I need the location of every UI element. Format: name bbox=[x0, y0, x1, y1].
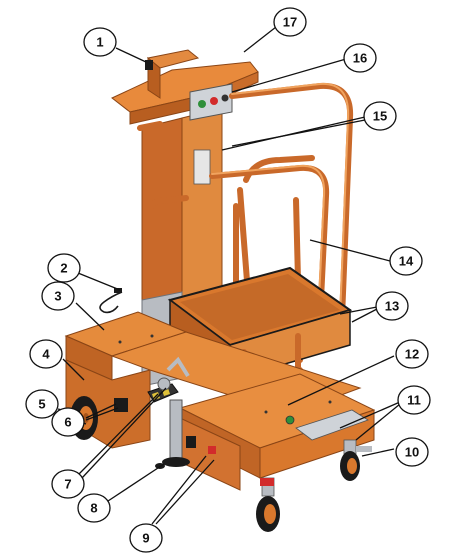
key-switch bbox=[221, 94, 229, 102]
lever bbox=[166, 356, 190, 378]
callout-label-13: 13 bbox=[385, 299, 399, 314]
red-button bbox=[210, 97, 218, 105]
callout-circle-3 bbox=[41, 281, 75, 311]
callout-label-12: 12 bbox=[405, 347, 419, 362]
control-panel bbox=[189, 83, 233, 121]
callout-label-8: 8 bbox=[90, 501, 97, 516]
callout-circle-13 bbox=[375, 291, 409, 321]
callout-circle-11 bbox=[397, 385, 431, 415]
outrigger bbox=[147, 377, 190, 469]
callout-circle-4 bbox=[29, 339, 63, 369]
green-button bbox=[198, 100, 206, 108]
callout-label-9: 9 bbox=[142, 531, 149, 546]
callout-label-6: 6 bbox=[64, 415, 71, 430]
front-indicator bbox=[208, 446, 216, 454]
callout-circle-7 bbox=[51, 469, 85, 499]
callout-circle-5 bbox=[25, 389, 59, 419]
callout-circle-9 bbox=[129, 523, 163, 553]
side-panel bbox=[114, 398, 128, 412]
callout-circle-1 bbox=[83, 27, 117, 57]
callout-label-1: 1 bbox=[96, 35, 103, 50]
callout-label-10: 10 bbox=[405, 445, 419, 460]
callout-circle-17 bbox=[273, 7, 307, 37]
callout-circle-6 bbox=[51, 407, 85, 437]
front-left-caster bbox=[256, 477, 280, 532]
front-socket bbox=[186, 436, 196, 448]
top-switch bbox=[145, 60, 153, 70]
battery-plate bbox=[295, 409, 369, 441]
callout-circle-15 bbox=[363, 101, 397, 131]
charger-cable bbox=[99, 288, 123, 314]
callout-label-4: 4 bbox=[42, 347, 50, 362]
callout-label-2: 2 bbox=[60, 261, 67, 276]
callout-label-11: 11 bbox=[407, 393, 421, 408]
callout-label-14: 14 bbox=[399, 254, 414, 269]
callout-circle-10 bbox=[395, 437, 429, 467]
callout-label-17: 17 bbox=[283, 15, 297, 30]
callout-label-15: 15 bbox=[373, 109, 387, 124]
callout-circle-2 bbox=[47, 253, 81, 283]
leader-lines bbox=[57, 26, 401, 525]
base-chassis bbox=[64, 311, 376, 491]
callout-label-5: 5 bbox=[38, 397, 45, 412]
guardrail-highlight bbox=[211, 82, 350, 321]
callout-label-3: 3 bbox=[54, 289, 61, 304]
mast-label-plate bbox=[193, 149, 211, 185]
front-right-caster bbox=[340, 439, 372, 481]
callout-circle-16 bbox=[343, 43, 377, 73]
callout-label-16: 16 bbox=[353, 51, 367, 66]
indicator-light bbox=[285, 415, 295, 425]
callout-circle-12 bbox=[395, 339, 429, 369]
callout-circle-14 bbox=[389, 246, 423, 276]
top-tray bbox=[111, 49, 259, 125]
callout-label-7: 7 bbox=[64, 477, 71, 492]
callout-circle-8 bbox=[77, 493, 111, 523]
